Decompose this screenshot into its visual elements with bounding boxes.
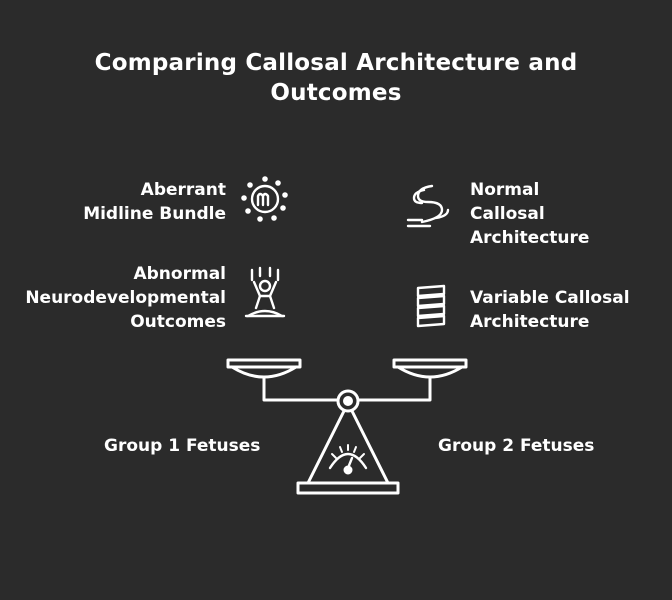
right-item-normal-architecture: Normal Callosal Architecture [470,180,590,248]
left-group-label: Group 1 Fetuses [104,436,261,456]
base [296,481,400,495]
pivot [336,389,360,413]
diagram-title: Comparing Callosal Architecture and Outc… [94,50,578,106]
right-item-variable-architecture: Variable Callosal Architecture [470,288,630,332]
right-pan [392,358,468,379]
wave-lines-icon [404,180,458,232]
left-item-abnormal-outcomes: Abnormal Neurodevelopmental Outcomes [25,264,226,332]
right-arm [356,375,432,402]
right-group-label: Group 2 Fetuses [438,436,595,456]
coil-icon [412,282,450,334]
left-arm [262,375,340,402]
left-pan [226,358,302,379]
midline-bundle-icon [238,174,292,224]
left-item-aberrant-midline-bundle: Aberrant Midline Bundle [83,180,226,224]
struggling-person-icon [240,266,290,324]
balance-scale [218,350,478,504]
